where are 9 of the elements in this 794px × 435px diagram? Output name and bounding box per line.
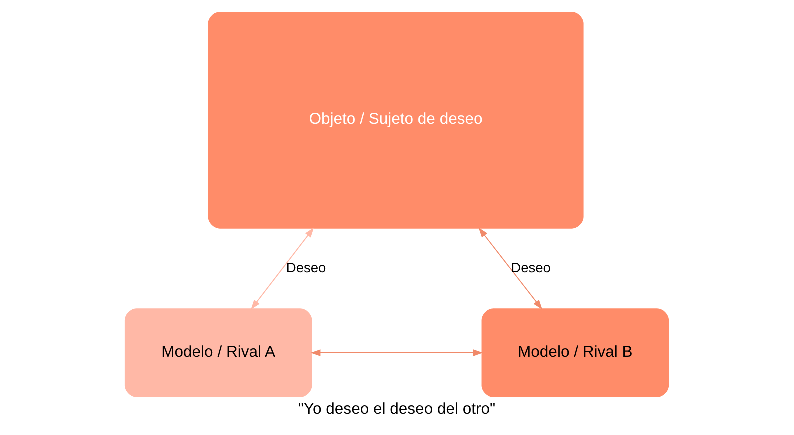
edge-label: Deseo <box>511 260 551 276</box>
node-box: Objeto / Sujeto de deseo <box>208 12 584 229</box>
arrow <box>310 350 484 356</box>
edge-label: Deseo <box>286 260 326 276</box>
node-box: Modelo / Rival A <box>124 308 312 398</box>
arrow <box>251 228 314 310</box>
arrow <box>478 228 543 310</box>
node-box: Modelo / Rival B <box>482 308 670 398</box>
caption: "Yo deseo el deseo del otro" <box>298 400 496 418</box>
